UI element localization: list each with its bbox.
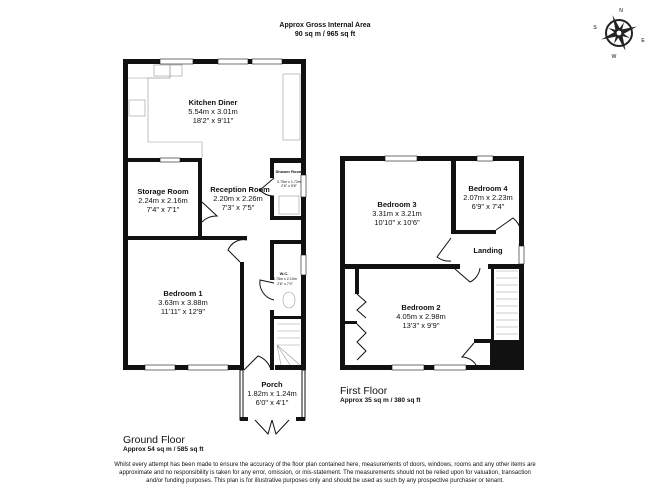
gross-area-value: 90 sq m / 965 sq ft — [294, 31, 356, 38]
svg-text:3.63m x 3.88m: 3.63m x 3.88m — [158, 298, 208, 307]
toilet-icon — [282, 291, 296, 309]
svg-text:2'6" x 5'8": 2'6" x 5'8" — [281, 184, 297, 188]
ground-floor-doors — [201, 177, 290, 435]
first-floor-name: First Floor — [340, 385, 388, 397]
svg-text:Bedroom 2: Bedroom 2 — [401, 303, 440, 312]
room-shower: Shower Room 0.75m x 1.72m 2'6" x 5'8" — [276, 169, 303, 188]
svg-text:4.05m x 2.98m: 4.05m x 2.98m — [396, 312, 446, 321]
ground-floor-area: Approx 54 sq m / 585 sq ft — [123, 446, 204, 453]
svg-text:5.54m x 3.01m: 5.54m x 3.01m — [188, 107, 238, 116]
room-storage: Storage Room 2.24m x 2.16m 7'4" x 7'1" — [137, 187, 189, 214]
svg-text:Reception Room: Reception Room — [210, 185, 270, 194]
svg-text:10'10" x 10'6": 10'10" x 10'6" — [374, 218, 420, 227]
ground-floor-name: Ground Floor — [123, 434, 185, 446]
svg-text:0.75m x 1.72m: 0.75m x 1.72m — [277, 180, 301, 184]
gross-area-header: Approx Gross Internal Area 90 sq m / 965… — [0, 21, 650, 39]
svg-text:18'2" x 9'11": 18'2" x 9'11" — [193, 116, 234, 125]
svg-text:7'4" x 7'1": 7'4" x 7'1" — [147, 205, 180, 214]
svg-text:6'0" x 4'1": 6'0" x 4'1" — [256, 398, 289, 407]
disclaimer: Whilst every attempt has been made to en… — [114, 462, 536, 484]
svg-text:6'9" x 7'4": 6'9" x 7'4" — [472, 202, 505, 211]
svg-text:Storage Room: Storage Room — [137, 187, 189, 196]
svg-text:Shower Room: Shower Room — [276, 169, 303, 174]
compass-e: E — [641, 38, 645, 44]
room-bedroom-1: Bedroom 1 3.63m x 3.88m 11'11" x 12'9" — [158, 289, 208, 316]
room-wc: W.C. 0.75m x 2.10m 2'6" x 7'0" — [273, 271, 297, 286]
ground-floor-plan — [123, 58, 307, 421]
first-floor-doors — [356, 217, 522, 366]
hob-icon — [128, 99, 146, 117]
svg-text:2.07m x 2.23m: 2.07m x 2.23m — [463, 193, 513, 202]
svg-text:2.24m x 2.16m: 2.24m x 2.16m — [138, 196, 188, 205]
gross-area-title: Approx Gross Internal Area — [279, 22, 371, 29]
room-bedroom-2: Bedroom 2 4.05m x 2.98m 13'3" x 9'9" — [396, 303, 446, 330]
svg-text:0.75m x 2.10m: 0.75m x 2.10m — [273, 277, 297, 281]
room-bedroom-4: Bedroom 4 2.07m x 2.23m 6'9" x 7'4" — [463, 184, 513, 211]
svg-text:13'3" x 9'9": 13'3" x 9'9" — [403, 321, 440, 330]
svg-text:1.82m x 1.24m: 1.82m x 1.24m — [247, 389, 297, 398]
first-floor-plan — [340, 155, 525, 371]
compass-s: S — [593, 25, 597, 31]
ground-floor-label: Ground Floor Approx 54 sq m / 585 sq ft — [123, 434, 204, 453]
first-floor-label: First Floor Approx 35 sq m / 380 sq ft — [340, 385, 421, 404]
svg-text:Bedroom 1: Bedroom 1 — [163, 289, 202, 298]
svg-text:2'6" x 7'0": 2'6" x 7'0" — [277, 282, 293, 286]
room-kitchen-diner: Kitchen Diner 5.54m x 3.01m 18'2" x 9'11… — [188, 98, 238, 125]
first-floor-area: Approx 35 sq m / 380 sq ft — [340, 397, 421, 404]
svg-text:Bedroom 4: Bedroom 4 — [468, 184, 508, 193]
compass-rose-icon: N E S W — [593, 8, 645, 60]
svg-text:3.31m x 3.21m: 3.31m x 3.21m — [372, 209, 422, 218]
room-reception: Reception Room 2.20m x 2.26m 7'3" x 7'5" — [210, 185, 270, 212]
svg-text:Kitchen Diner: Kitchen Diner — [189, 98, 238, 107]
room-porch: Porch 1.82m x 1.24m 6'0" x 4'1" — [247, 380, 297, 407]
compass-w: W — [612, 54, 617, 60]
sink-icon — [153, 64, 183, 77]
svg-text:Porch: Porch — [261, 380, 283, 389]
svg-text:W.C.: W.C. — [280, 271, 289, 276]
svg-text:2.20m x 2.26m: 2.20m x 2.26m — [213, 194, 263, 203]
svg-text:7'3" x 7'5": 7'3" x 7'5" — [222, 203, 255, 212]
first-floor-fixtures — [496, 270, 518, 335]
room-landing: Landing — [473, 246, 503, 255]
room-bedroom-3: Bedroom 3 3.31m x 3.21m 10'10" x 10'6" — [372, 200, 422, 227]
svg-text:Landing: Landing — [473, 246, 503, 255]
svg-text:11'11" x 12'9": 11'11" x 12'9" — [161, 307, 206, 316]
ground-floor-fixtures — [128, 64, 301, 366]
compass-n: N — [619, 8, 623, 14]
svg-text:Bedroom 3: Bedroom 3 — [377, 200, 416, 209]
shower-tray-icon — [278, 195, 300, 215]
worktop — [282, 73, 301, 141]
